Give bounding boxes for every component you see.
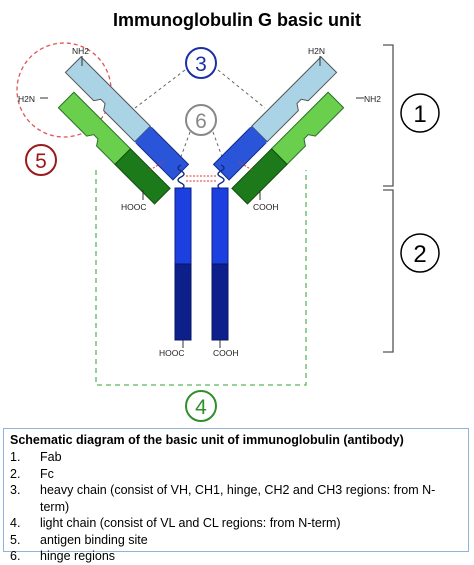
h2n-left-side: H2N: [18, 94, 35, 104]
marker-1: 1: [400, 93, 440, 133]
marker-3: 3: [185, 47, 217, 79]
marker-5: 5: [25, 144, 57, 176]
legend-item-text: hinge regions: [40, 549, 116, 563]
nh2-left-top: NH2: [72, 46, 89, 56]
left-heavy-chain: [64, 56, 190, 181]
legend-box: Schematic diagram of the basic unit of i…: [3, 428, 469, 563]
legend-item-number: 3.: [10, 483, 21, 497]
svg-text:4: 4: [195, 396, 207, 419]
legend-item-text: heavy chain (consist of VH, CH1, hinge, …: [40, 483, 436, 514]
legend-item: 4. light chain (consist of VL and CL reg…: [10, 515, 462, 532]
hinge-left: [177, 164, 185, 190]
legend-title: Schematic diagram of the basic unit of i…: [10, 433, 404, 447]
diagram-title: Immunoglobulin G basic unit: [113, 10, 361, 30]
legend-item-text: light chain (consist of VL and CL region…: [40, 516, 341, 530]
fc-left-stem: [174, 187, 192, 341]
svg-text:2: 2: [413, 241, 426, 268]
legend-item-number: 6.: [10, 549, 21, 563]
fab-bracket: [383, 44, 394, 187]
legend-item: 5. antigen binding site: [10, 532, 462, 549]
legend-item-text: Fc: [40, 466, 54, 481]
legend-item-text: Fab: [40, 450, 62, 464]
legend-item-number: 5.: [10, 532, 21, 547]
marker-6: 6: [185, 104, 217, 136]
legend-item: 3. heavy chain (consist of VH, CH1, hing…: [10, 482, 462, 515]
marker-4: 4: [185, 390, 217, 422]
legend-item: 1. Fab: [10, 449, 462, 466]
cooh-right-arm: COOH: [253, 202, 279, 212]
hooc-fc: HOOC: [159, 348, 185, 358]
nh2-right-side: NH2: [364, 94, 381, 104]
legend-item-number: 1.: [10, 450, 21, 464]
svg-text:5: 5: [35, 150, 47, 173]
disulfide-bonds: [149, 161, 253, 182]
right-heavy-chain: [212, 56, 338, 181]
legend-item-number: 4.: [10, 516, 21, 530]
legend-item: 6. hinge regions: [10, 548, 462, 565]
legend-item-number: 2.: [10, 466, 21, 481]
cooh-fc: COOH: [213, 348, 239, 358]
hooc-left-arm: HOOC: [121, 202, 147, 212]
marker-2: 2: [400, 233, 440, 273]
right-light-chain: [231, 91, 345, 205]
h2n-right-top: H2N: [308, 46, 325, 56]
svg-text:1: 1: [413, 101, 426, 128]
fc-bracket: [383, 189, 394, 353]
legend-item: 2. Fc: [10, 466, 462, 483]
svg-text:6: 6: [195, 110, 207, 133]
fc-right-stem: [211, 187, 229, 341]
svg-text:3: 3: [195, 53, 207, 76]
hinge-right: [217, 164, 225, 190]
legend-item-text: antigen binding site: [40, 532, 148, 547]
light-chain-outline: [95, 170, 307, 386]
left-light-chain: [57, 91, 171, 205]
